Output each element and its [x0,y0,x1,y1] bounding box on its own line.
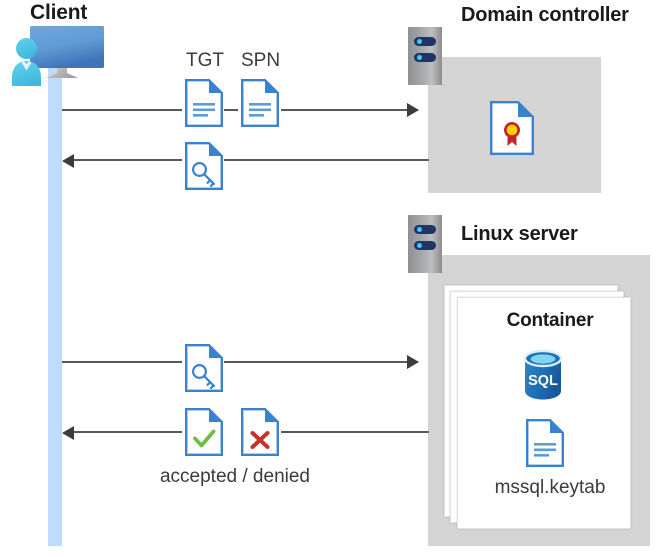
connector-request-mid-segment [224,109,238,111]
document-check-icon-accepted [185,408,223,456]
container-title: Container [506,310,594,331]
connector-present-left-segment [62,361,182,363]
arrow-head-result-to-client [62,426,74,440]
connector-ticket-left-segment [74,159,182,161]
document-lines-icon-keytab [526,419,564,467]
arrow-head-request-to-domain-controller [407,103,419,117]
arrow-head-ticket-to-client [62,154,74,168]
document-lines-icon-tgt [185,79,223,127]
document-lines-icon-spn [241,79,279,127]
keytab-file-label: mssql.keytab [494,477,606,498]
connector-result-right-segment [281,431,429,433]
connector-request-right-segment [281,109,411,111]
connector-result-left-segment [74,431,182,433]
sql-database-label: SQL [528,373,558,389]
linux-server-rack-icon [408,215,442,273]
container-card-front [457,297,631,529]
accepted-denied-label: accepted / denied [159,466,310,487]
domain-controller-server-rack-icon [408,27,442,85]
arrow-head-present-to-linux-server [407,355,419,369]
connector-request-left-segment [62,109,182,111]
document-cross-icon-denied [241,408,279,456]
connector-present-right-segment [224,361,411,363]
sql-database-icon: SQL [521,348,565,402]
client-lifeline [48,62,62,546]
message-tag-spn: SPN [241,50,281,71]
certificate-document-icon [490,101,534,155]
message-tag-tgt: TGT [186,50,224,71]
client-title: Client [30,1,88,24]
connector-ticket-right-segment [224,159,429,161]
client-monitor-user-icon [10,24,108,86]
document-key-icon-issued-ticket [185,142,223,190]
document-key-icon-presented-ticket [185,344,223,392]
linux-server-title: Linux server [461,223,578,245]
domain-controller-title: Domain controller [461,4,629,26]
